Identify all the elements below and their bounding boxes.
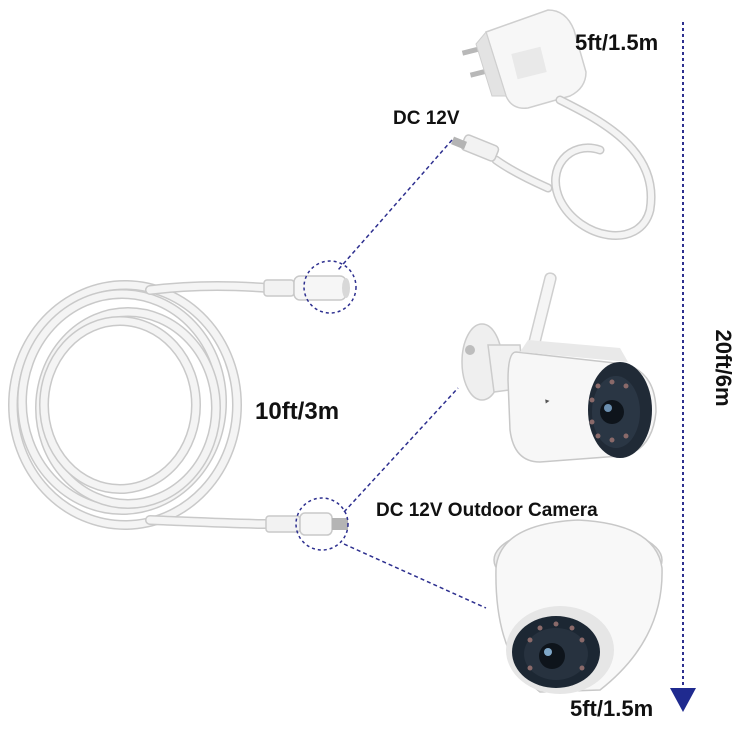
- adapter-output-label: DC 12V: [393, 108, 460, 129]
- extension-cable-coil: [8, 280, 273, 530]
- dome-camera-icon: [493, 519, 663, 694]
- guide-line-dome-camera: [343, 543, 487, 609]
- power-adapter-icon: [451, 9, 656, 240]
- camera-label: DC 12V Outdoor Camera: [376, 500, 598, 521]
- svg-text:▲: ▲: [543, 397, 551, 405]
- camera-cable-length-label: 5ft/1.5m: [570, 696, 654, 721]
- guide-line-bullet-camera: [343, 387, 459, 513]
- guide-line-adapter: [337, 139, 453, 271]
- bullet-camera-icon: ▲: [461, 272, 657, 463]
- total-length-arrow: [670, 22, 696, 712]
- male-connector-icon: [265, 497, 349, 551]
- total-length-label: 20ft/6m: [711, 329, 736, 407]
- female-connector-icon: [263, 260, 357, 314]
- adapter-cable-length-label: 5ft/1.5m: [575, 30, 659, 55]
- extension-cable-length-label: 10ft/3m: [255, 398, 340, 425]
